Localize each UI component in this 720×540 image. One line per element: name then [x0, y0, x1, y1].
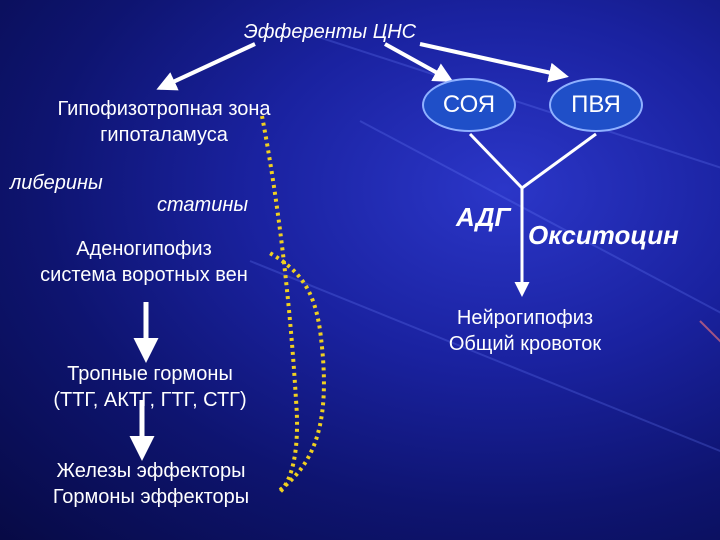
zone-line-2: гипоталамуса — [100, 124, 228, 146]
neuro-line-1: Нейрогипофиз — [456, 307, 594, 329]
feedback-curve-outer — [260, 115, 300, 494]
diagram-title: Эфференты ЦНС — [243, 21, 417, 43]
line-soya-merge — [468, 132, 524, 190]
arrow-title-to-zone — [156, 42, 256, 91]
statins-label: статины — [157, 194, 249, 216]
hypophysiotropic-zone: Гипофизотропная зона гипоталамуса — [14, 96, 314, 148]
effector-glands-node: Железы эффекторы Гормоны эффекторы — [16, 458, 286, 510]
glands-line-1: Железы эффекторы — [56, 460, 246, 482]
tropic-hormones-node: Тропные гормоны (ТТГ, АКТГ, ГТГ, СТГ) — [20, 361, 280, 413]
arrow-title-to-soya — [384, 42, 454, 82]
tropic-line-1: Тропные гормоны — [67, 363, 233, 385]
feedback-curve-inner — [267, 250, 326, 492]
neuro-line-2: Общий кровоток — [448, 333, 602, 355]
neurohypophysis-node: Нейрогипофиз Общий кровоток — [420, 305, 630, 357]
line-pvya-merge — [521, 132, 597, 190]
glands-line-2: Гормоны эффекторы — [52, 486, 250, 508]
oxytocin-label: Окситоцин — [528, 220, 679, 250]
arrow-title-to-pvya — [419, 42, 569, 83]
tropic-line-2: (ТТГ, АКТГ, ГТГ, СТГ) — [53, 389, 247, 411]
adeno-line-2: система воротных вен — [40, 264, 248, 286]
liberins-label: либерины — [10, 172, 103, 194]
adeno-line-1: Аденогипофиз — [76, 238, 212, 260]
adenohypophysis-node: Аденогипофиз система воротных вен — [14, 236, 274, 288]
pvya-oval: ПВЯ — [549, 78, 643, 132]
soya-oval: СОЯ — [422, 78, 516, 132]
adh-label: АДГ — [456, 202, 511, 232]
zone-line-1: Гипофизотропная зона — [57, 98, 271, 120]
